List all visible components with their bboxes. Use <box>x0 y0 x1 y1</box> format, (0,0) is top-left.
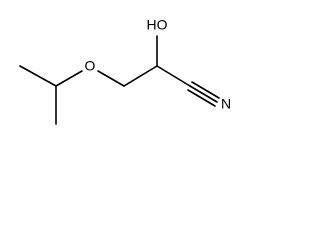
bond-oxygen-ch2 <box>97 70 125 87</box>
bond-methyl-left <box>19 65 57 87</box>
nitrile-bond-3 <box>191 81 220 99</box>
bond-isopropyl-oxygen <box>55 70 83 87</box>
bond-ch-nitrile-carbon <box>156 65 191 87</box>
bond-ch2-ch <box>123 65 158 87</box>
nitrile-bond-1 <box>189 85 218 103</box>
structure-canvas: O HO N <box>0 0 252 144</box>
chemical-structure: O HO N <box>19 17 231 125</box>
nitrile-bond-2 <box>187 89 216 107</box>
hydroxyl-label: HO <box>147 17 168 33</box>
nitrile-nitrogen-label: N <box>221 96 231 112</box>
ether-oxygen-label: O <box>85 58 96 74</box>
